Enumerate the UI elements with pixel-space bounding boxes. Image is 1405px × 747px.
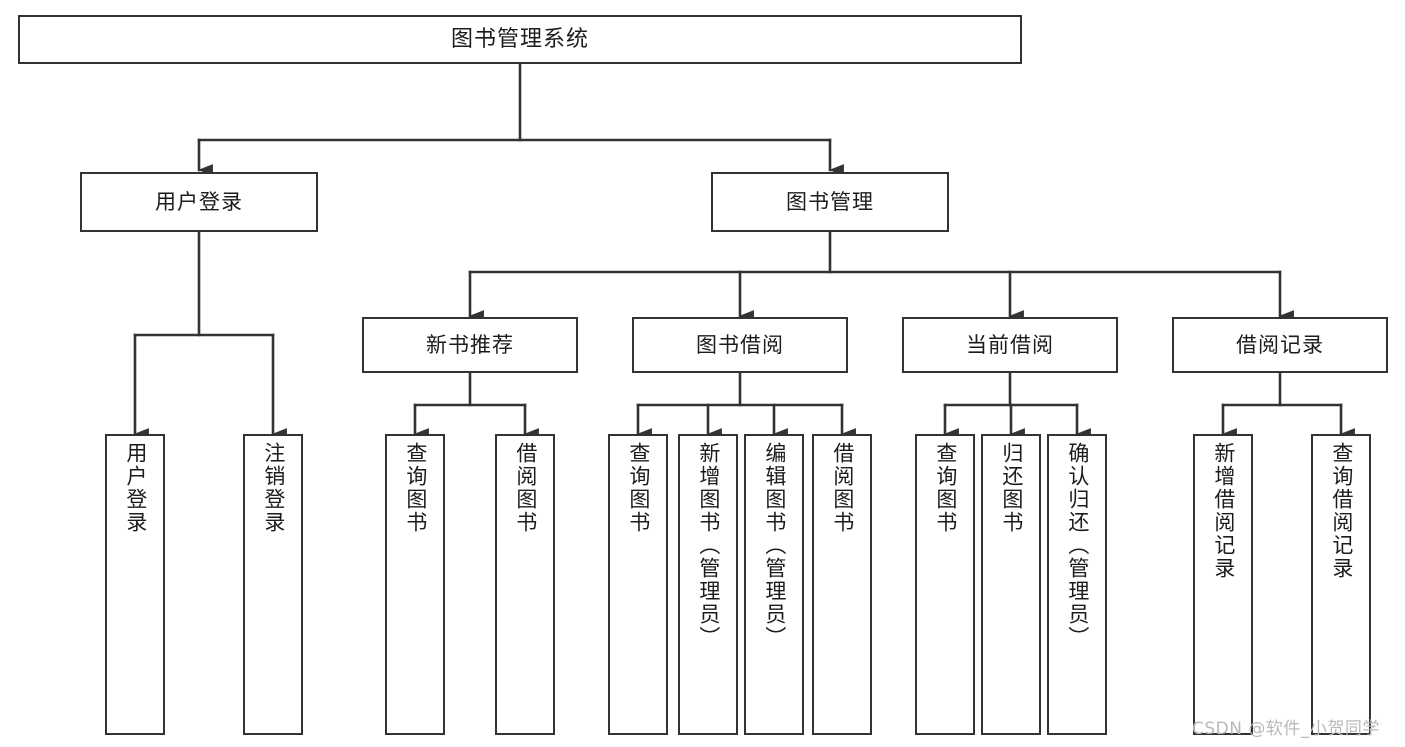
node-leaf-query-book-2-label: 查询图书 bbox=[626, 442, 651, 534]
node-leaf-user-logout[interactable]: 注销登录 bbox=[243, 434, 303, 735]
node-leaf-return-book-label: 归还图书 bbox=[999, 442, 1024, 534]
node-leaf-add-book[interactable]: 新增图书（管理员） bbox=[678, 434, 738, 735]
node-current-borrow[interactable]: 当前借阅 bbox=[902, 317, 1118, 373]
node-borrow-record-label: 借阅记录 bbox=[1236, 332, 1324, 357]
node-user-login[interactable]: 用户登录 bbox=[80, 172, 318, 232]
node-current-borrow-label: 当前借阅 bbox=[966, 332, 1054, 357]
node-leaf-query-book-1-label: 查询图书 bbox=[403, 442, 428, 534]
node-leaf-borrow-book-2[interactable]: 借阅图书 bbox=[812, 434, 872, 735]
node-leaf-query-record[interactable]: 查询借阅记录 bbox=[1311, 434, 1371, 735]
node-leaf-confirm-return[interactable]: 确认归还（管理员） bbox=[1047, 434, 1107, 735]
node-leaf-borrow-book-1[interactable]: 借阅图书 bbox=[495, 434, 555, 735]
node-leaf-query-book-2[interactable]: 查询图书 bbox=[608, 434, 668, 735]
node-leaf-add-book-label: 新增图书（管理员） bbox=[696, 442, 721, 649]
node-leaf-user-logout-label: 注销登录 bbox=[261, 442, 286, 534]
node-leaf-add-record[interactable]: 新增借阅记录 bbox=[1193, 434, 1253, 735]
node-leaf-query-record-label: 查询借阅记录 bbox=[1329, 442, 1354, 580]
node-leaf-borrow-book-2-label: 借阅图书 bbox=[830, 442, 855, 534]
node-book-borrow-label: 图书借阅 bbox=[696, 332, 784, 357]
node-leaf-query-book-1[interactable]: 查询图书 bbox=[385, 434, 445, 735]
node-leaf-confirm-return-label: 确认归还（管理员） bbox=[1065, 442, 1090, 649]
csdn-watermark: CSDN @软件_小贺同学 bbox=[1192, 719, 1380, 739]
node-leaf-query-book-3-label: 查询图书 bbox=[933, 442, 958, 534]
node-leaf-return-book[interactable]: 归还图书 bbox=[981, 434, 1041, 735]
node-borrow-record[interactable]: 借阅记录 bbox=[1172, 317, 1388, 373]
node-leaf-user-login-label: 用户登录 bbox=[123, 442, 148, 534]
node-root-system[interactable]: 图书管理系统 bbox=[18, 15, 1022, 64]
node-leaf-borrow-book-1-label: 借阅图书 bbox=[513, 442, 538, 534]
node-new-book-recommend-label: 新书推荐 bbox=[426, 332, 514, 357]
node-book-management[interactable]: 图书管理 bbox=[711, 172, 949, 232]
node-root-system-label: 图书管理系统 bbox=[450, 26, 589, 52]
node-new-book-recommend[interactable]: 新书推荐 bbox=[362, 317, 578, 373]
node-leaf-user-login[interactable]: 用户登录 bbox=[105, 434, 165, 735]
node-leaf-edit-book-label: 编辑图书（管理员） bbox=[762, 442, 787, 649]
node-leaf-add-record-label: 新增借阅记录 bbox=[1211, 442, 1236, 580]
node-leaf-edit-book[interactable]: 编辑图书（管理员） bbox=[744, 434, 804, 735]
node-user-login-label: 用户登录 bbox=[155, 189, 243, 214]
node-leaf-query-book-3[interactable]: 查询图书 bbox=[915, 434, 975, 735]
node-book-borrow[interactable]: 图书借阅 bbox=[632, 317, 848, 373]
node-book-management-label: 图书管理 bbox=[786, 189, 874, 214]
